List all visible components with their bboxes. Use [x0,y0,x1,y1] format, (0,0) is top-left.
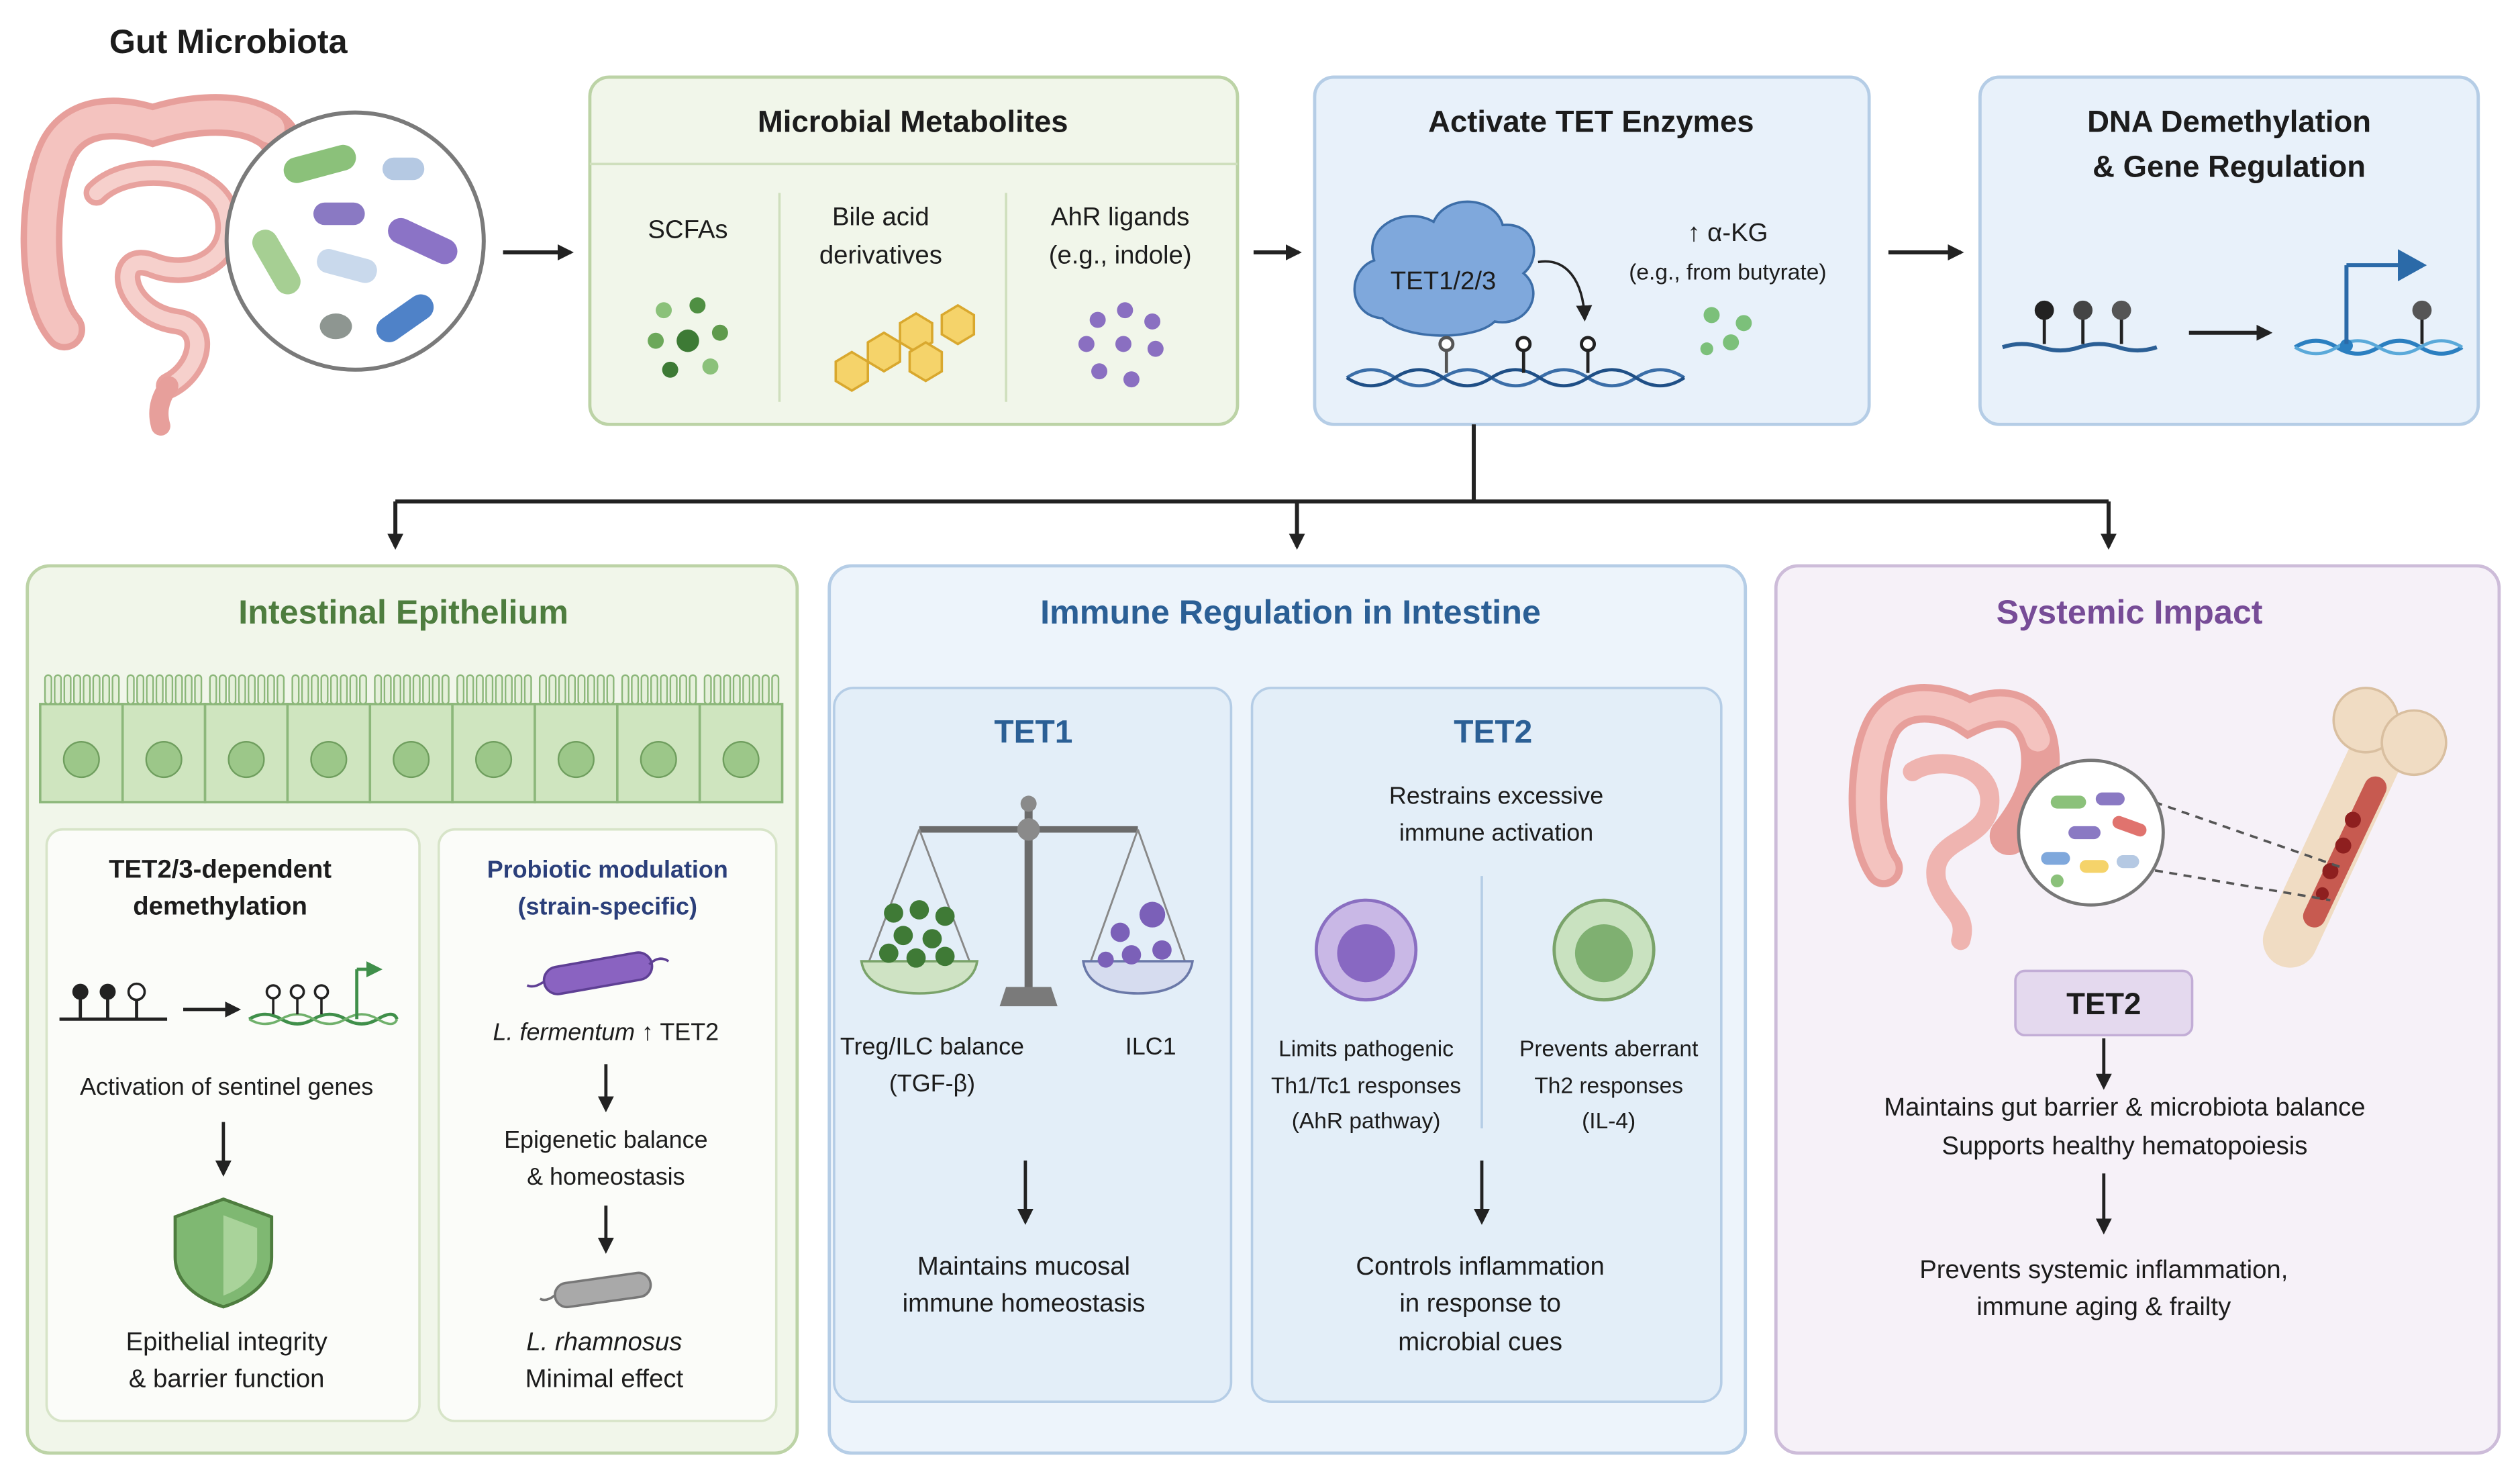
epithelial-cells-icon [39,674,784,803]
tet2-desc-line2: immune activation [1399,818,1593,846]
tet2-title: TET2 [1454,714,1532,750]
alpha-kg-molecules-icon [1700,307,1752,356]
th2-line3: (IL-4) [1582,1109,1635,1134]
epithelial-integrity-line1: Epithelial integrity [126,1328,328,1357]
mucosal-homeostasis-line2: immune homeostasis [903,1289,1146,1318]
mucosal-homeostasis-line1: Maintains mucosal [917,1252,1130,1281]
l-fermentum-species: L. fermentum [493,1018,636,1045]
l-fermentum-effect: ↑ TET2 [635,1018,719,1045]
epigenetic-balance-line2: & homeostasis [527,1163,685,1190]
ahr-label-line2: (e.g., indole) [1049,241,1192,270]
scfa-molecules-icon [648,297,728,378]
epigenetic-balance-line1: Epigenetic balance [504,1126,707,1153]
systemic-impact-panel: Systemic Impact [1774,564,2501,1455]
th1-line2: Th1/Tc1 responses [1271,1073,1461,1098]
microbiota-magnifier-small [2017,758,2165,907]
systemic-inflammation-line1: Prevents systemic inflammation, [1919,1255,2288,1284]
bile-acid-label-line1: Bile acid [832,202,929,231]
controls-inflammation-line1: Controls inflammation [1356,1252,1604,1281]
tet2-badge-label: TET2 [2066,987,2141,1021]
dna-demethylation-box: DNA Demethylation & Gene Regulation [1978,75,2480,426]
methylated-dna-icon [2001,300,2158,353]
microbial-metabolites-box: Microbial Metabolites SCFAs Bile acid de… [588,75,1240,426]
alpha-kg-label: ↑ α-KG [1687,218,1768,247]
bile-acid-molecule-icon [834,303,976,393]
colon-icon [1848,684,2060,950]
methylated-promoter-icon [59,982,168,1021]
branch-connector [387,424,2117,550]
hematopoiesis-line: Supports healthy hematopoiesis [1942,1131,2307,1160]
microbiota-magnifier [224,110,486,372]
dna-helix-icon [1346,336,1686,388]
dna-demethylation-title-line1: DNA Demethylation [2087,104,2371,138]
active-gene-icon [2294,249,2464,356]
demethylated-gene-icon [248,961,399,1026]
gut-barrier-line: Maintains gut barrier & microbiota balan… [1884,1093,2365,1122]
ahr-ligand-molecules-icon [1078,302,1164,388]
immune-title: Immune Regulation in Intestine [1040,593,1541,631]
balance-scale-icon [860,795,1195,1007]
th2-line1: Prevents aberrant [1519,1036,1699,1061]
th2-cell-icon [1552,898,1656,1001]
tet23-title-line2: demethylation [133,892,307,921]
dna-demethylation-title-line2: & Gene Regulation [2093,149,2366,183]
treg-ilc-line1: Treg/ILC balance [840,1032,1024,1060]
probiotic-title-line2: (strain-specific) [518,893,697,920]
th2-line2: Th2 responses [1534,1073,1683,1098]
bone-icon [2262,687,2448,968]
controls-inflammation-line2: in response to [1399,1289,1561,1318]
tet-enzyme-cloud-icon [1353,200,1535,337]
tet-action-arrow [1538,260,1593,322]
l-rhamnosus-label: L. rhamnosus [526,1328,682,1357]
tet1-title: TET1 [994,714,1072,750]
activate-tet-enzymes-box: Activate TET Enzymes TET1/2/3 ↑ α-KG (e.… [1313,75,1871,426]
probiotic-title-line1: Probiotic modulation [487,856,728,883]
ahr-label-line1: AhR ligands [1051,202,1190,231]
l-fermentum-label: L. fermentum ↑ TET2 [493,1018,719,1045]
alpha-kg-note: (e.g., from butyrate) [1629,260,1826,285]
minimal-effect-label: Minimal effect [525,1365,684,1393]
tet-enzymes-title: Activate TET Enzymes [1428,104,1754,138]
tet23-title-line1: TET2/3-dependent [109,855,332,884]
tet2-badge [2014,969,2194,1037]
th1-line3: (AhR pathway) [1292,1109,1441,1134]
epithelium-title: Intestinal Epithelium [238,593,568,631]
bile-acid-label-line2: derivatives [819,241,942,270]
l-rhamnosus-bacterium-icon [539,1271,652,1309]
tet-enzyme-label: TET1/2/3 [1391,266,1497,295]
epithelial-integrity-line2: & barrier function [129,1365,325,1393]
controls-inflammation-line3: microbial cues [1398,1328,1562,1357]
tet2-desc-line1: Restrains excessive [1389,781,1603,809]
immune-regulation-panel: Immune Regulation in Intestine TET1 [827,564,1748,1455]
diagram-title: Gut Microbiota [109,22,348,60]
l-fermentum-bacterium-icon [526,951,670,995]
th1-cell-icon [1314,898,1418,1001]
scfas-label: SCFAs [648,215,727,244]
shield-icon [173,1197,274,1309]
systemic-title: Systemic Impact [1997,593,2263,631]
ilc1-label: ILC1 [1125,1032,1176,1060]
sentinel-genes-label: Activation of sentinel genes [80,1073,373,1100]
treg-ilc-line2: (TGF-β) [889,1069,975,1097]
intestinal-epithelium-panel: Intestinal Epithelium TET2/3-dependent d… [26,564,799,1455]
th1-line1: Limits pathogenic [1278,1036,1454,1061]
systemic-inflammation-line2: immune aging & frailty [1976,1292,2231,1321]
metabolites-title: Microbial Metabolites [758,104,1068,138]
